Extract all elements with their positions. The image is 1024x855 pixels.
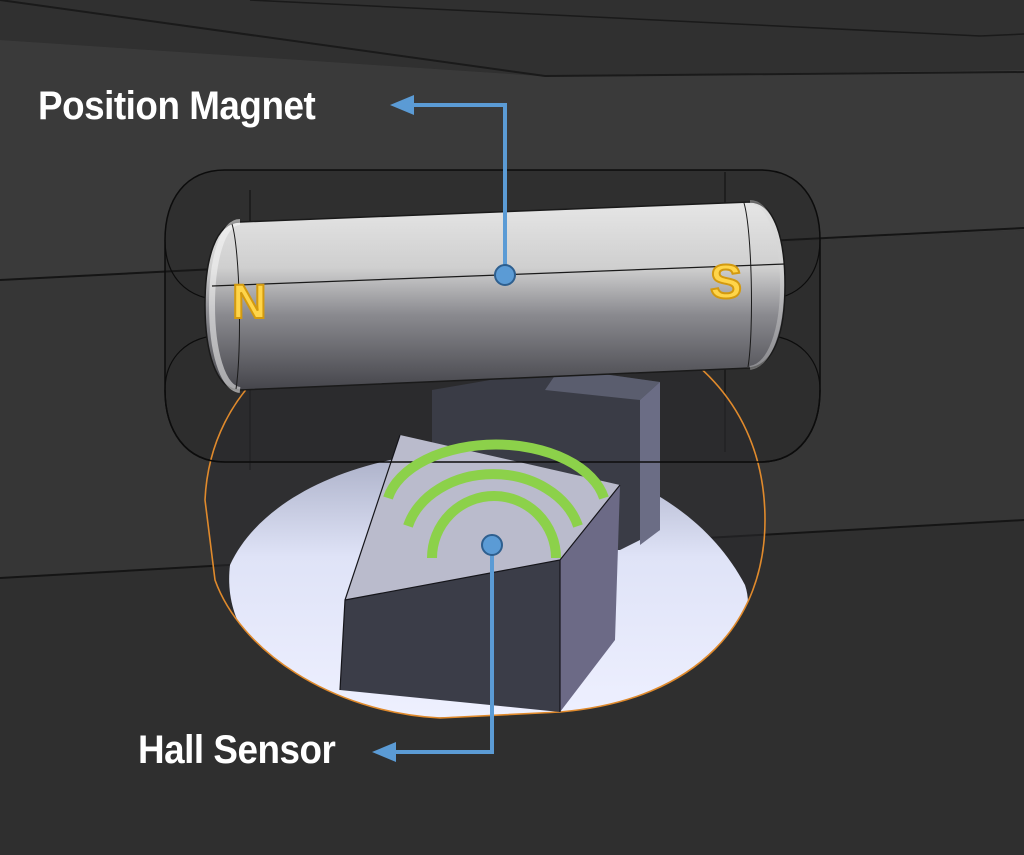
signal-waves-icon	[383, 439, 609, 559]
sensor-callout	[392, 545, 494, 754]
arrow-left-icon	[390, 95, 414, 115]
position-magnet-bar	[204, 200, 786, 393]
magnet-callout-dot	[494, 264, 516, 286]
position-magnet-label: Position Magnet	[38, 84, 316, 128]
hall-sensor-label: Hall Sensor	[138, 728, 336, 772]
sensor-callout-dot	[481, 534, 503, 556]
magnet-callout	[410, 103, 507, 275]
magnet-poles: N S	[231, 255, 743, 330]
hall-sensor-chip	[339, 434, 621, 712]
arrow-left-icon	[372, 742, 396, 762]
pole-north: N	[232, 276, 267, 329]
pole-south: S	[710, 256, 742, 309]
magnet-housing-front	[164, 389, 821, 463]
